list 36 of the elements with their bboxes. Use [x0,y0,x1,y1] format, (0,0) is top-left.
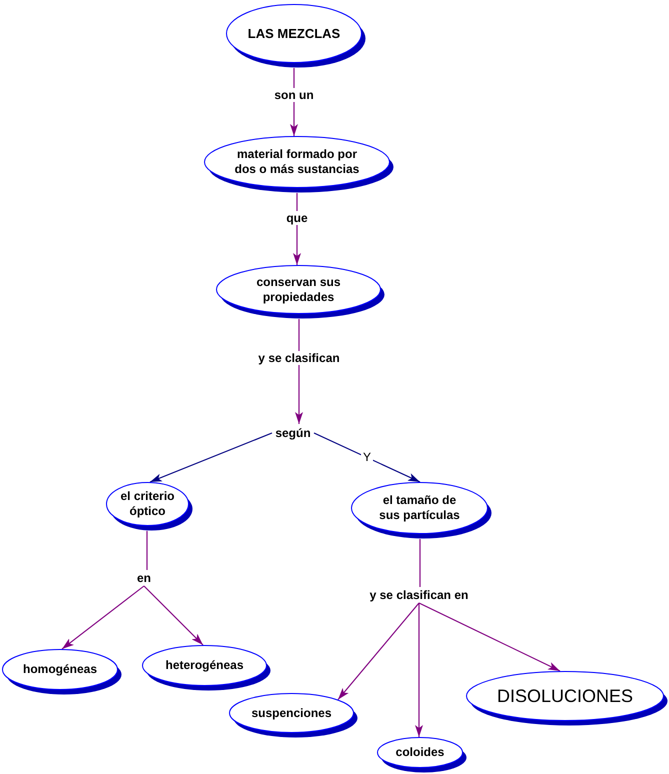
linking-phrase: y se clasifican en [364,587,474,603]
concept-ellipse [466,671,668,726]
connector-line [146,530,148,570]
concept-label: DISOLUCIONES [496,688,634,704]
concept-label: material formado por dos o más sustancias [234,147,360,177]
concept-ellipse [229,693,358,738]
concept-label: coloides [396,745,444,760]
concept-ellipse [204,136,394,193]
concept-ellipse [377,737,467,773]
edge-label: y se clasifican [256,351,342,365]
arrow [415,603,423,737]
arrow [314,432,420,482]
edge-label: son un [272,88,316,102]
arrow [144,586,204,646]
linking-phrase: según [272,424,314,441]
concept-label: conservan sus propiedades [255,274,342,304]
edge-label: que [284,211,310,225]
arrow [62,586,144,650]
concept-label: heterogéneas [165,658,244,673]
concept-label: el criterio óptico [119,489,176,519]
concept-ellipse [142,645,271,691]
arrow [338,602,420,700]
concept-ellipse [226,4,366,68]
edge-label: Y [361,450,373,464]
concept-ellipse [216,265,385,319]
linking-phrase: en [132,570,156,586]
arrow [418,602,560,672]
connector-line [419,538,421,587]
arrow [150,432,272,483]
concept-ellipse [2,649,122,695]
concept-ellipse [351,482,492,539]
concept-ellipse [106,482,193,531]
concept-label: suspenciones [251,706,332,720]
concept-label: LAS MEZCLAS [248,26,340,41]
concept-label: homogéneas [22,662,97,677]
concept-label: el tamaño de sus partículas [378,493,461,523]
